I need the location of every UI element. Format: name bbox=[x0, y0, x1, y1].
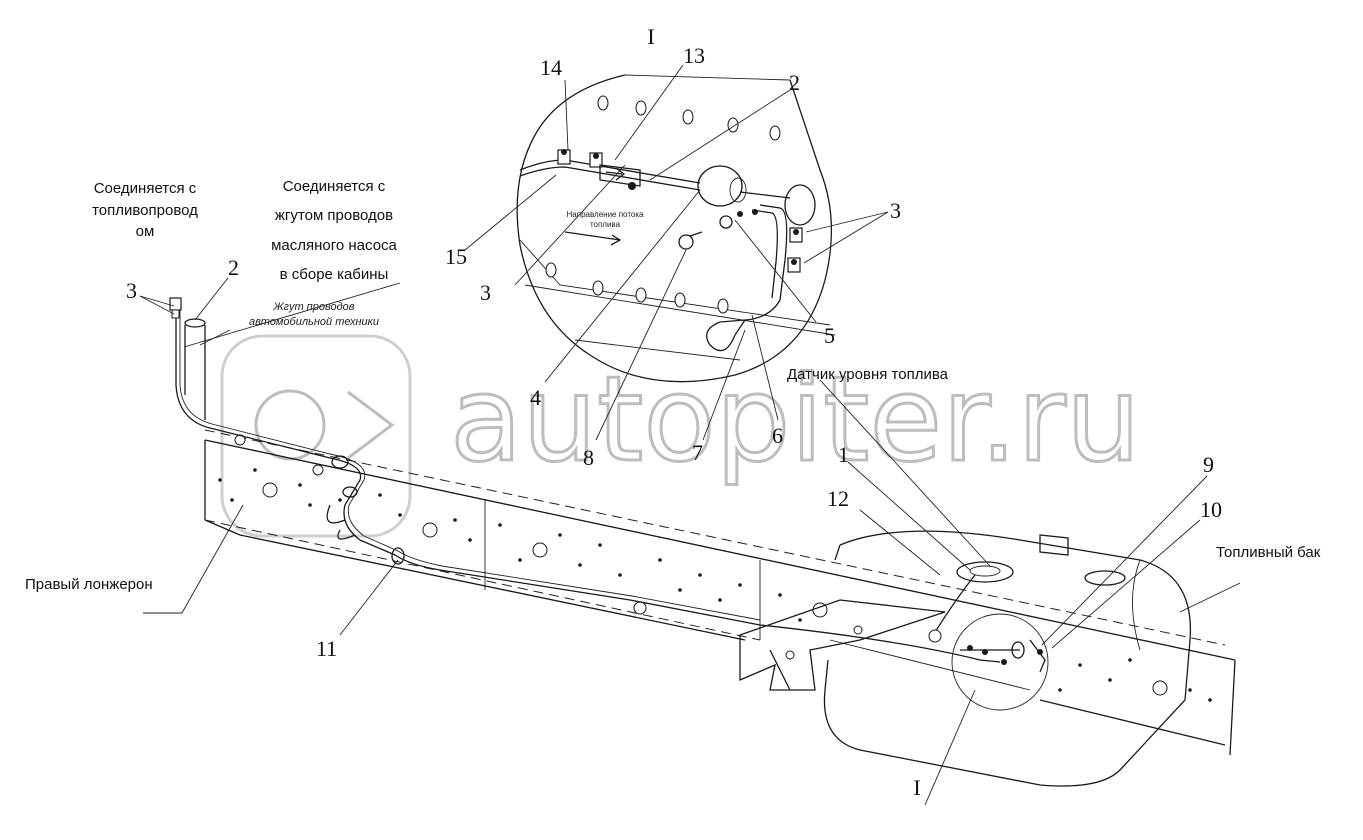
fuel-tank bbox=[823, 530, 1192, 787]
svg-text:Направление потока: Направление потока bbox=[567, 210, 645, 219]
watermark-logo-icon bbox=[220, 334, 412, 538]
leader-lines bbox=[139, 64, 1241, 806]
callout-8: 8 bbox=[583, 445, 594, 470]
watermark: autopiter.ru bbox=[220, 334, 1142, 538]
right-rail-label: Правый лонжерон bbox=[25, 576, 153, 593]
detail-zone-circle bbox=[951, 613, 1049, 711]
svg-text:в сборе кабины: в сборе кабины bbox=[280, 266, 389, 283]
svg-text:Соединяется с: Соединяется с bbox=[283, 178, 386, 195]
svg-text:топливопровод: топливопровод bbox=[92, 202, 198, 219]
svg-text:масляного насоса: масляного насоса bbox=[271, 237, 397, 254]
callout-5: 5 bbox=[824, 323, 835, 348]
callout-11: 11 bbox=[316, 636, 337, 661]
callout-3-detail-right: 3 bbox=[890, 198, 901, 223]
fuel-tank-label: Топливный бак bbox=[1216, 544, 1321, 561]
svg-text:топлива: топлива bbox=[590, 220, 621, 229]
callout-3-main: 3 bbox=[126, 278, 137, 303]
svg-text:ом: ом bbox=[136, 223, 155, 240]
callout-numbers: 2 3 1 9 10 11 12 2 3 3 4 5 6 7 8 13 14 1… bbox=[126, 43, 1222, 661]
note-fuel-line: Соединяется с топливопровод ом bbox=[92, 180, 198, 240]
callout-9: 9 bbox=[1203, 452, 1214, 477]
flow-direction-label: Направление потока топлива bbox=[567, 210, 645, 229]
svg-text:автомобильной техники: автомобильной техники bbox=[249, 316, 379, 328]
note-harness: Соединяется с жгутом проводов масляного … bbox=[271, 178, 397, 283]
section-mark-top: I bbox=[647, 24, 654, 49]
callout-15: 15 bbox=[445, 244, 467, 269]
detail-view-I bbox=[516, 74, 836, 383]
watermark-text: autopiter.ru bbox=[450, 350, 1141, 488]
svg-text:жгутом проводов: жгутом проводов bbox=[275, 207, 393, 224]
section-mark-bottom: I bbox=[913, 775, 920, 800]
callout-2-detail: 2 bbox=[789, 70, 800, 95]
callout-1: 1 bbox=[838, 442, 849, 467]
cross-member-bracket bbox=[739, 599, 1031, 691]
callout-7: 7 bbox=[692, 440, 703, 465]
filter-assembly-small bbox=[960, 639, 1046, 673]
callout-4: 4 bbox=[530, 385, 541, 410]
callout-6: 6 bbox=[772, 423, 783, 448]
callout-10: 10 bbox=[1200, 497, 1222, 522]
svg-text:Соединяется с: Соединяется с bbox=[94, 180, 197, 197]
fuel-level-sensor-label: Датчик уровня топлива bbox=[787, 366, 949, 383]
callout-3-detail-left: 3 bbox=[480, 280, 491, 305]
svg-text:Жгут проводов: Жгут проводов bbox=[272, 301, 354, 313]
callout-12: 12 bbox=[827, 486, 849, 511]
note-vehicle-harness: Жгут проводов автомобильной техники bbox=[249, 301, 379, 328]
callout-2-main: 2 bbox=[228, 255, 239, 280]
callout-14: 14 bbox=[540, 55, 562, 80]
callout-13: 13 bbox=[683, 43, 705, 68]
frame-rail bbox=[204, 429, 1236, 756]
